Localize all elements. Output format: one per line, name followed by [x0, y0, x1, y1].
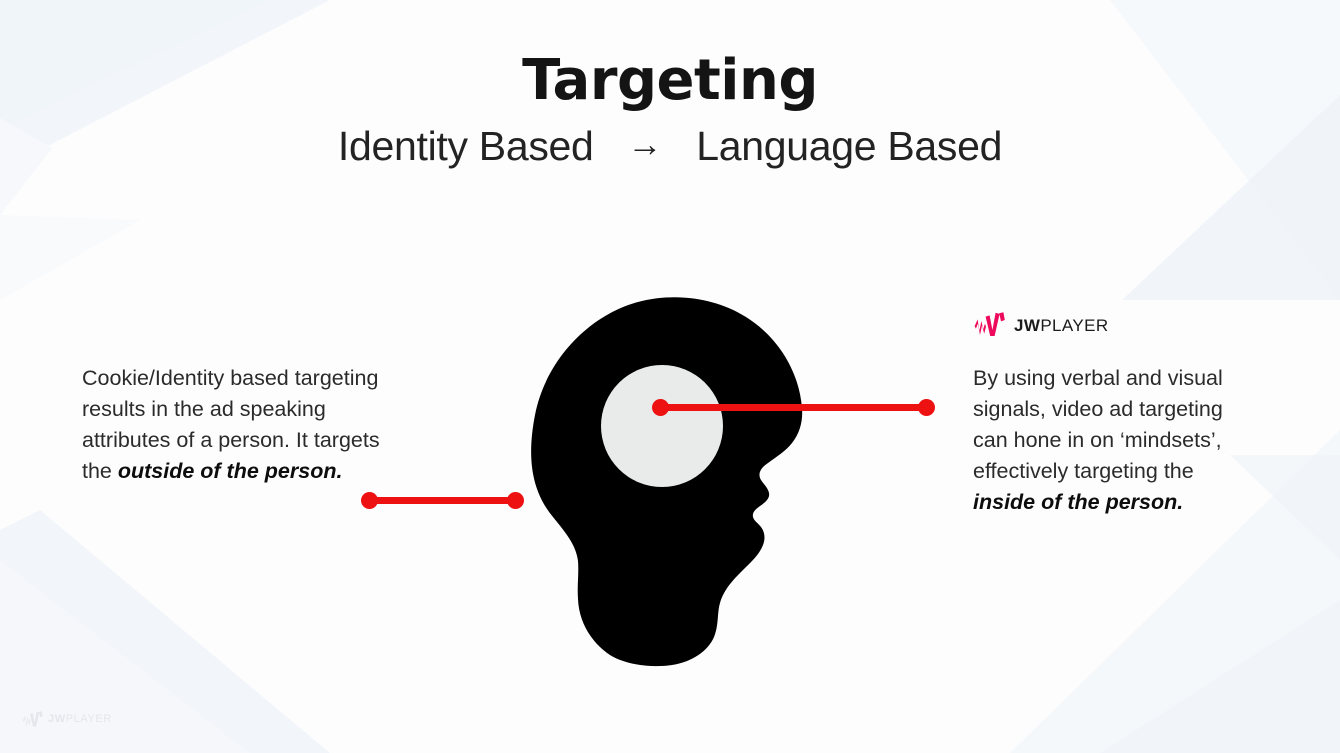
jwplayer-wordmark-jw: JW — [1014, 315, 1041, 335]
head-illustration — [520, 293, 840, 668]
right-connector-dot-mind — [652, 399, 669, 416]
jwplayer-watermark: JWPLAYER — [22, 711, 112, 728]
mind-circle — [601, 365, 723, 487]
left-callout-text: Cookie/Identity based targeting results … — [82, 363, 382, 487]
right-callout-body: By using verbal and visual signals, vide… — [973, 366, 1223, 483]
jwplayer-wordmark: JWPLAYER — [1014, 317, 1109, 334]
jwplayer-watermark-wordmark: JWPLAYER — [48, 714, 112, 725]
right-callout-text: By using verbal and visual signals, vide… — [973, 363, 1245, 518]
left-connector-dot-inner — [507, 492, 524, 509]
subtitle-row: Identity Based → Language Based — [0, 123, 1340, 170]
left-connector-line — [369, 497, 516, 504]
right-connector-line — [660, 404, 927, 411]
title-block: Targeting Identity Based → Language Base… — [0, 48, 1340, 170]
arrow-right-icon: → — [627, 124, 663, 164]
subtitle-identity-based: Identity Based — [337, 122, 594, 169]
jwplayer-watermark-wave-mark — [23, 711, 43, 727]
jwplayer-logo: JWPLAYER — [973, 312, 1109, 338]
left-connector-dot-outer — [361, 492, 378, 509]
right-callout-emphasis: inside of the person. — [973, 490, 1184, 514]
jwplayer-wave-mark — [974, 312, 1005, 336]
jwplayer-wordmark-player: PLAYER — [1040, 315, 1109, 335]
right-connector-dot-outer — [918, 399, 935, 416]
left-callout-body: Cookie/Identity based targeting results … — [82, 366, 380, 483]
subtitle-language-based: Language Based — [696, 122, 1003, 169]
page-title: Targeting — [522, 48, 818, 113]
head-silhouette-icon — [531, 297, 803, 667]
jwplayer-watermark-jw: JW — [48, 713, 66, 725]
left-callout-emphasis: outside of the person. — [117, 459, 343, 483]
jwplayer-watermark-player: PLAYER — [65, 713, 112, 725]
